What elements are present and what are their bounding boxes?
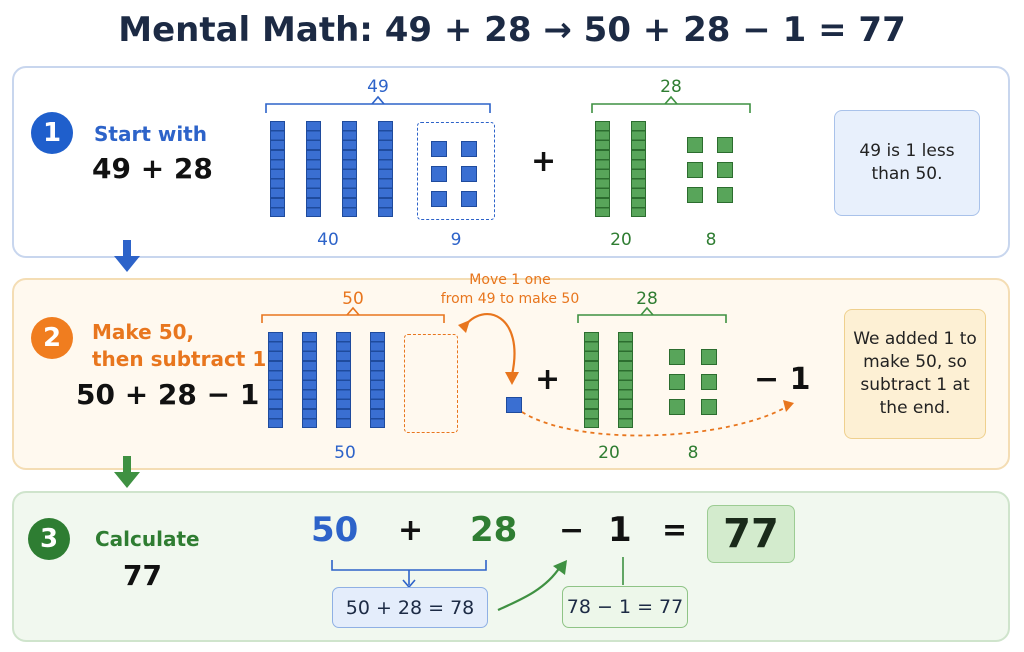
unit-cube-icon [431, 166, 447, 182]
step-number-badge: 3 [28, 518, 70, 560]
unit-cube-icon [461, 166, 477, 182]
step-number-badge: 2 [31, 317, 73, 359]
step-2-note: We added 1 to make 50, so subtract 1 at … [844, 309, 986, 439]
result-box: 77 [707, 505, 795, 563]
ones-value-label: 8 [687, 443, 699, 463]
unit-cube-icon [701, 374, 717, 390]
unit-cube-icon [669, 349, 685, 365]
final-calc-box: 78 − 1 = 77 [562, 586, 688, 628]
term-28: 28 [470, 510, 518, 550]
unit-cube-icon [461, 191, 477, 207]
tens-value-label: 20 [610, 230, 632, 250]
ones-group-box [417, 122, 495, 220]
step-value: 77 [123, 559, 162, 592]
tens-rod-icon [584, 332, 599, 428]
step-1-note: 49 is 1 less than 50. [834, 110, 980, 216]
step-label-line-1: Make 50, [92, 320, 195, 344]
ones-value-label: 9 [450, 230, 462, 250]
step-label: Calculate [95, 527, 200, 551]
empty-tens-slot [404, 334, 458, 433]
move-note-line-1: Move 1 one [469, 272, 551, 288]
tens-value-label: 50 [334, 443, 356, 463]
tens-rod-icon [342, 121, 357, 217]
unit-cube-icon [431, 141, 447, 157]
step-number-badge: 1 [31, 112, 73, 154]
brace-label-28: 28 [660, 77, 682, 97]
brace-label-49: 49 [367, 77, 389, 97]
unit-cube-icon [687, 162, 703, 178]
tens-rod-icon [631, 121, 646, 217]
tens-rod-icon [370, 332, 385, 428]
move-note-line-2: from 49 to make 50 [440, 291, 580, 307]
unit-cube-icon [687, 137, 703, 153]
tens-rod-icon [378, 121, 393, 217]
plus-operator: + [398, 513, 424, 548]
step-expression: 49 + 28 [92, 152, 213, 185]
plus-operator: + [531, 144, 557, 179]
minus-one-label: − 1 [754, 362, 811, 397]
term-50: 50 [311, 510, 359, 550]
term-1: 1 [608, 510, 632, 550]
step-3-panel [12, 491, 1010, 642]
unit-cube-icon [687, 187, 703, 203]
step-expression: 50 + 28 − 1 [76, 378, 260, 411]
tens-value-label: 20 [598, 443, 620, 463]
unit-cube-icon [717, 162, 733, 178]
down-arrow-icon [114, 456, 140, 488]
step-label: Start with [94, 122, 207, 146]
tens-rod-icon [618, 332, 633, 428]
tens-rod-icon [336, 332, 351, 428]
minus-operator: − [559, 513, 585, 548]
tens-rod-icon [270, 121, 285, 217]
tens-rod-icon [306, 121, 321, 217]
unit-cube-icon [717, 187, 733, 203]
plus-operator: + [535, 362, 561, 397]
equals-operator: = [662, 513, 688, 548]
unit-cube-icon [701, 399, 717, 415]
step-label-line-2: then subtract 1 [92, 347, 267, 371]
page-title: Mental Math: 49 + 28 → 50 + 28 − 1 = 77 [118, 10, 906, 50]
partial-sum-box: 50 + 28 = 78 [332, 587, 488, 628]
unit-cube-icon [431, 191, 447, 207]
brace-label-50: 50 [342, 289, 364, 309]
moved-unit-cube-icon [506, 397, 522, 413]
tens-rod-icon [595, 121, 610, 217]
brace-label-28: 28 [636, 289, 658, 309]
unit-cube-icon [669, 374, 685, 390]
down-arrow-icon [114, 240, 140, 272]
unit-cube-icon [701, 349, 717, 365]
unit-cube-icon [461, 141, 477, 157]
tens-rod-icon [302, 332, 317, 428]
tens-rod-icon [268, 332, 283, 428]
tens-value-label: 40 [317, 230, 339, 250]
unit-cube-icon [669, 399, 685, 415]
ones-value-label: 8 [705, 230, 717, 250]
unit-cube-icon [717, 137, 733, 153]
